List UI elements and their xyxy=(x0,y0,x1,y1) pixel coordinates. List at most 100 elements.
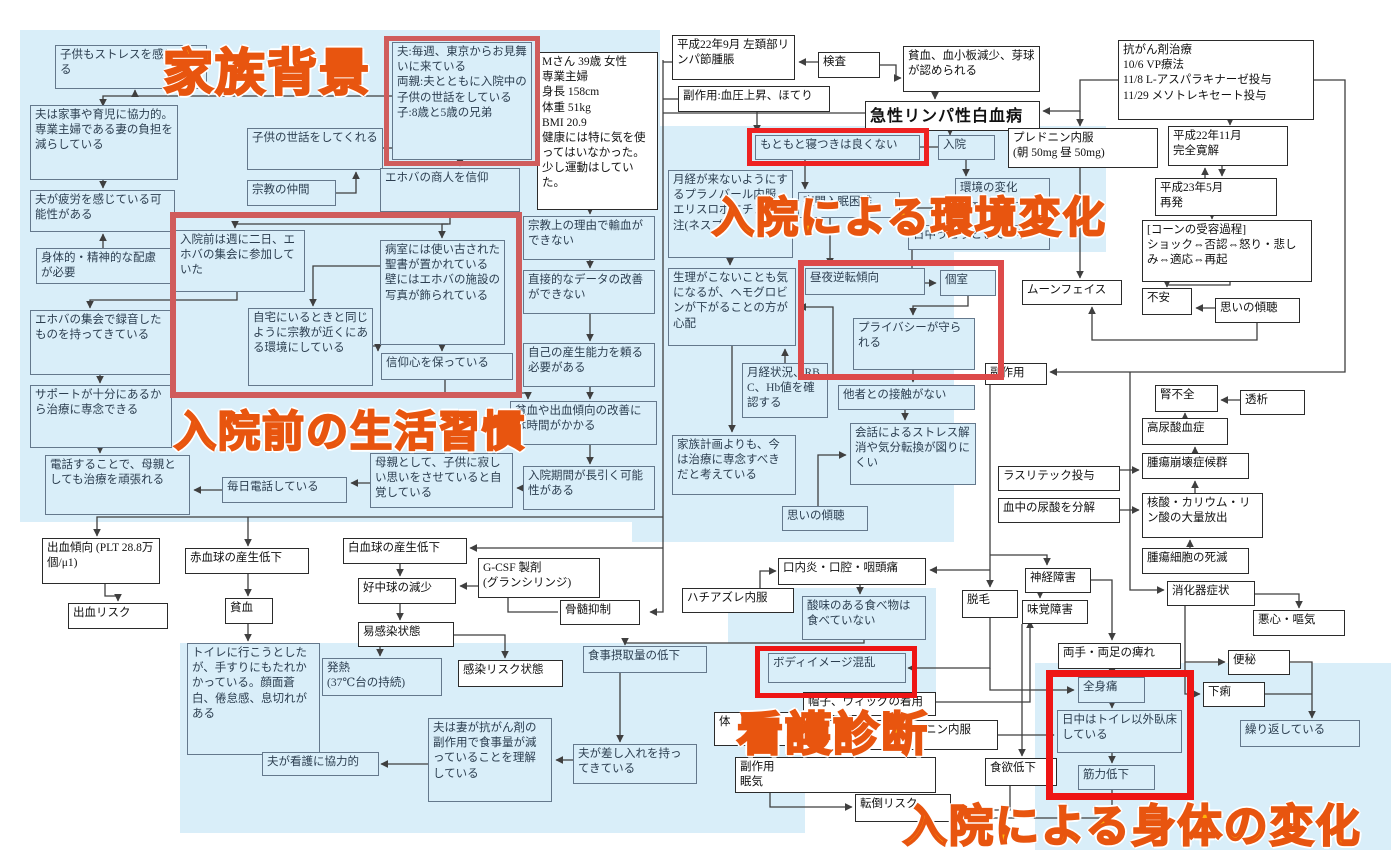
node-daily-phone: 毎日電話している xyxy=(222,477,347,503)
node-bleeding-risk: 出血リスク xyxy=(68,603,168,629)
node-private-room: 個室 xyxy=(940,270,996,296)
node-gi-symptoms: 消化器症状 xyxy=(1167,581,1255,606)
node-bible-in-room: 病室には使い古された聖書が置かれている 壁にはエホバの施設の写真が飾られている xyxy=(380,240,505,345)
node-sour-food: 酸味のある食べ物は食べていない xyxy=(802,596,926,640)
node-phone-motivation: 電話することで、母親としても治療を頑張れる xyxy=(45,455,190,515)
node-slow-improvement: 貧血や出血傾向の改善には時間がかかる xyxy=(510,401,657,445)
node-nausea: 悪心・嘔気 xyxy=(1253,610,1345,636)
node-no-direct-improvement: 直接的なデータの改善ができない xyxy=(523,270,655,314)
node-intake-decrease: 食事摂取量の低下 xyxy=(583,646,707,673)
node-numbness: 両手・両足の痺れ xyxy=(1058,643,1181,669)
node-rasritec: ラスリテック投与 xyxy=(998,466,1120,491)
node-check-rbc: 月経状況、RBC、Hb値を確認する xyxy=(742,363,828,418)
node-stress-relief-hard: 会話によるストレス解消や気分転換が図りにくい xyxy=(850,423,976,485)
node-taste: 味覚障害 xyxy=(1022,600,1088,624)
node-childcare: 子供の世話をしてくれる xyxy=(247,128,383,170)
node-leukemia: 急性リンパ性白血病 xyxy=(865,101,1040,131)
node-cohn-process: [コーンの受容過程] ショック⇔否認⇔怒り・悲しみ⇔適応⇔再起 xyxy=(1142,220,1312,282)
node-sideeffect-bp: 副作用:血圧上昇、ほてり xyxy=(678,86,830,112)
connector-30 xyxy=(909,296,969,316)
node-tumor-lysis: 腫瘍崩壊症候群 xyxy=(1142,453,1249,479)
connector-12 xyxy=(104,584,122,602)
node-tai: 体 xyxy=(714,712,794,746)
node-chemo: 抗がん剤治療 10/6 VP療法 11/8 L-アスパラキナーゼ投与 11/29… xyxy=(1118,40,1314,120)
node-muscle-weak: 筋力低下 xyxy=(1078,765,1155,790)
node-bleeding-tendency: 出血傾向 (PLT 28.8万個/μ1) xyxy=(42,538,160,584)
node-husband-understands: 夫は妻が抗がん剤の副作用で食事量が減っていることを理解している xyxy=(428,718,552,802)
node-daytime-drowsy: 日中うとうとしている xyxy=(908,225,1050,250)
node-bedridden: 日中はトイレ以外臥床している xyxy=(1057,710,1182,753)
node-remission: 平成22年11月 完全寛解 xyxy=(1168,126,1288,166)
connector-78 xyxy=(769,789,853,811)
node-gcsf: G-CSF 製剤 (グランシリンジ) xyxy=(478,558,600,598)
node-toilet-episode: トイレに行こうとしたが、手すりにもたれかかっている。顔面蒼白、倦怠感、息切れがあ… xyxy=(187,643,320,755)
connector-83 xyxy=(1255,593,1303,609)
connector-76 xyxy=(953,786,1011,814)
node-myelosuppression: 骨髄抑制 xyxy=(560,600,640,625)
connector-82 xyxy=(1184,662,1201,698)
node-body-image: ボディイメージ混乱 xyxy=(768,653,906,683)
node-home-like-env: 自宅にいるときと同じように宗教が近くにある環境にしている xyxy=(248,308,373,386)
connector-57 xyxy=(454,634,509,659)
node-neutropenia: 好中球の減少 xyxy=(358,578,456,604)
node-poor-sleep: もともと寝つきは良くない xyxy=(755,135,920,160)
node-sleepiness: 副作用 眠気 xyxy=(735,757,936,794)
node-listening-right: 思いの傾聴 xyxy=(1215,298,1300,323)
node-repeating: 繰り返している xyxy=(1240,720,1360,747)
connector-86 xyxy=(1129,372,1165,594)
node-nucleic-release: 核酸・カリウム・リン酸の大量放出 xyxy=(1142,493,1263,538)
node-keep-faith: 信仰心を保っている xyxy=(381,353,513,380)
node-kids-stress: 子供もストレスを感じている xyxy=(55,45,207,89)
connector-58 xyxy=(621,637,865,646)
connector-66 xyxy=(990,554,1051,566)
node-rbc-decrease: 赤血球の産生低下 xyxy=(185,548,309,574)
connector-46 xyxy=(438,223,448,239)
node-tumor-death: 腫瘍細胞の死滅 xyxy=(1142,548,1249,574)
node-hair-loss: 脱毛 xyxy=(962,590,1018,618)
connector-68 xyxy=(989,668,1075,694)
connector-27 xyxy=(901,203,976,212)
node-worry-hb: 生理がこないことも気になるが、ヘモグロビンが下がることの方が心配 xyxy=(668,268,796,346)
node-no-contact: 他者との接触がない xyxy=(838,385,975,410)
connector-50 xyxy=(444,380,532,400)
node-family-visit: 夫:毎週、東京からお見舞いに来ている 両親:夫とともに入院中の子供の世話をしてい… xyxy=(392,42,532,160)
connector-48 xyxy=(372,343,382,352)
node-admission: 入院 xyxy=(938,135,995,160)
node-listening-bottom: 思いの傾聴 xyxy=(782,506,868,531)
node-nin-oral: ニン内服 xyxy=(795,720,998,750)
node-uric-breakdown: 血中の尿酸を分解 xyxy=(998,498,1120,523)
connector-33 xyxy=(817,451,847,506)
node-menstruation-stop: 月経が来ないようにするプラノバール内服 エリスロポエチン皮下注(ネスプ) xyxy=(668,170,793,258)
node-constipation: 便秘 xyxy=(1228,650,1290,675)
node-diarrhea: 下痢 xyxy=(1203,682,1265,707)
node-husband-fatigue: 夫が疲労を感じている可能性がある xyxy=(30,190,175,232)
node-family-planning: 家族計画よりも、今は治療に専念すべきだと考えている xyxy=(672,435,796,495)
node-no-transfusion: 宗教上の理由で輸血ができない xyxy=(523,216,655,260)
connector-81 xyxy=(1184,606,1226,666)
connector-94 xyxy=(1163,279,1231,288)
node-anxiety: 不安 xyxy=(1142,288,1192,315)
node-side-effects: 副作用 xyxy=(985,363,1047,385)
node-fall-risk: 転倒リスク xyxy=(855,794,951,822)
connector-10 xyxy=(93,516,663,537)
node-anemia: 貧血 xyxy=(225,598,273,624)
node-prednine: プレドニン内服 (朝 50mg 昼 50mg) xyxy=(1008,128,1158,168)
connector-71 xyxy=(1091,579,1116,641)
node-stomatitis: 口内炎・口腔・咽頭痛 xyxy=(778,558,926,585)
node-support-enough: サポートが十分にあるから治療に専念できる xyxy=(30,385,172,448)
node-gift: 夫が差し入れを持ってきている xyxy=(573,744,697,784)
node-fever: 発熱 (37℃台の持続) xyxy=(322,658,442,696)
connector-47 xyxy=(309,265,380,307)
node-hachiazule: ハチアズレ内服 xyxy=(682,588,794,613)
connector-13 xyxy=(649,60,664,616)
connector-19 xyxy=(880,64,902,82)
node-self-production: 自己の産生能力を頼る必要がある xyxy=(523,343,655,387)
node-mother-guilt: 母親として、子供に寂しい思いをさせていると自覚している xyxy=(370,453,513,508)
connector-96 xyxy=(1088,306,1258,341)
node-dialysis: 透析 xyxy=(1240,390,1305,415)
node-neuro: 神経障害 xyxy=(1025,568,1091,593)
node-appetite-loss: 食欲低下 xyxy=(985,758,1057,786)
node-relapse: 平成23年5月 再発 xyxy=(1155,178,1277,216)
